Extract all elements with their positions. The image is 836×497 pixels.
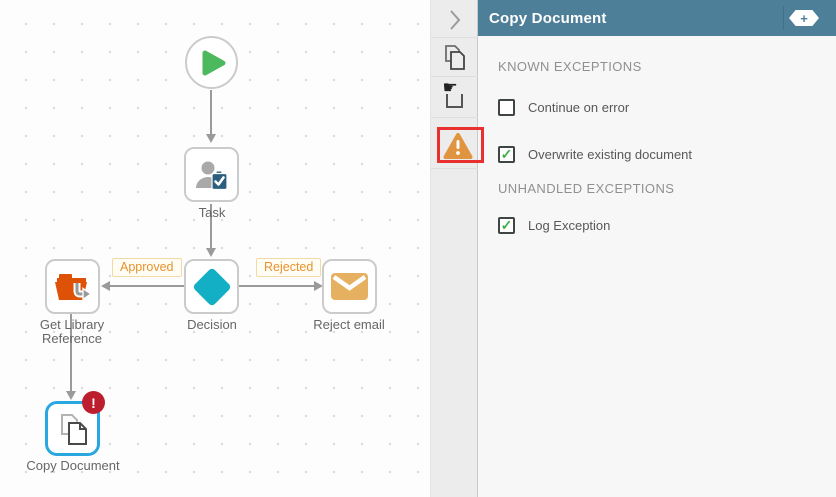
- copy-pages-icon: [57, 412, 89, 446]
- add-button[interactable]: +: [789, 10, 819, 26]
- chevron-right-icon: [449, 9, 461, 31]
- overwrite-row: ✓ Overwrite existing document: [498, 146, 692, 163]
- connector-decision-library: [110, 285, 184, 287]
- panel-header: Copy Document +: [478, 0, 836, 36]
- arrowhead-start-task: [206, 134, 216, 143]
- decision-label: Decision: [187, 317, 237, 332]
- tab-copy-settings[interactable]: [431, 41, 478, 73]
- start-node[interactable]: [185, 36, 238, 89]
- task-label: Task: [198, 205, 226, 220]
- unhandled-exceptions-heading: UNHANDLED EXCEPTIONS: [498, 181, 675, 196]
- connector-library-copy: [70, 314, 72, 391]
- connector-start-task: [210, 90, 212, 134]
- edge-label-approved[interactable]: Approved: [112, 258, 182, 277]
- arrowhead-decision-library: [101, 281, 110, 291]
- arrowhead-decision-reject: [314, 281, 323, 291]
- decision-node[interactable]: [184, 259, 239, 314]
- copy-label: Copy Document: [26, 458, 120, 473]
- user-task-icon: [194, 157, 230, 193]
- continue-on-error-row: Continue on error: [498, 99, 629, 116]
- task-node[interactable]: [184, 147, 239, 202]
- log-exception-row: ✓ Log Exception: [498, 217, 610, 234]
- documents-icon: [442, 44, 468, 71]
- arrowhead-library-copy: [66, 391, 76, 400]
- collapse-panel-button[interactable]: [431, 6, 478, 34]
- panel-rail: ☛: [430, 0, 478, 497]
- warning-triangle-icon: [443, 132, 473, 160]
- continue-on-error-label[interactable]: Continue on error: [528, 100, 630, 115]
- edge-label-rejected[interactable]: Rejected: [256, 258, 322, 277]
- reject-label: Reject email: [313, 317, 385, 332]
- tab-exceptions[interactable]: [434, 130, 481, 162]
- checkmark: ✓: [500, 146, 513, 162]
- header-divider: [783, 6, 784, 30]
- arrowhead-task-decision: [206, 248, 216, 257]
- folder-icon: [54, 271, 92, 303]
- panel-content: KNOWN EXCEPTIONS Continue on error ✓ Ove…: [478, 36, 836, 497]
- log-exception-checkbox[interactable]: ✓: [498, 217, 515, 234]
- panel-title: Copy Document: [489, 9, 607, 27]
- plus-icon: +: [800, 10, 808, 26]
- play-icon: [200, 48, 228, 78]
- known-exceptions-heading: KNOWN EXCEPTIONS: [498, 59, 642, 74]
- checkmark: ✓: [500, 217, 513, 233]
- overwrite-checkbox[interactable]: ✓: [498, 146, 515, 163]
- connector-task-decision: [210, 204, 212, 248]
- library-node[interactable]: [45, 259, 100, 314]
- log-exception-label[interactable]: Log Exception: [528, 218, 611, 233]
- workflow-canvas[interactable]: Task Decision Approved Rejected Ge: [0, 0, 430, 497]
- error-badge: !: [82, 391, 105, 414]
- continue-on-error-checkbox[interactable]: [498, 99, 515, 116]
- connector-decision-reject: [239, 285, 314, 287]
- exceptions-highlight-box: [437, 127, 484, 163]
- tab-assign[interactable]: ☛: [431, 78, 478, 113]
- decision-diamond-icon: [191, 266, 232, 307]
- overwrite-label[interactable]: Overwrite existing document: [528, 147, 693, 162]
- reject-email-node[interactable]: [322, 259, 377, 314]
- email-icon: [331, 273, 368, 300]
- hand-pointer-icon: ☛: [443, 78, 466, 109]
- copy-document-node[interactable]: [45, 401, 100, 456]
- library-label: Get Library Reference: [39, 317, 105, 346]
